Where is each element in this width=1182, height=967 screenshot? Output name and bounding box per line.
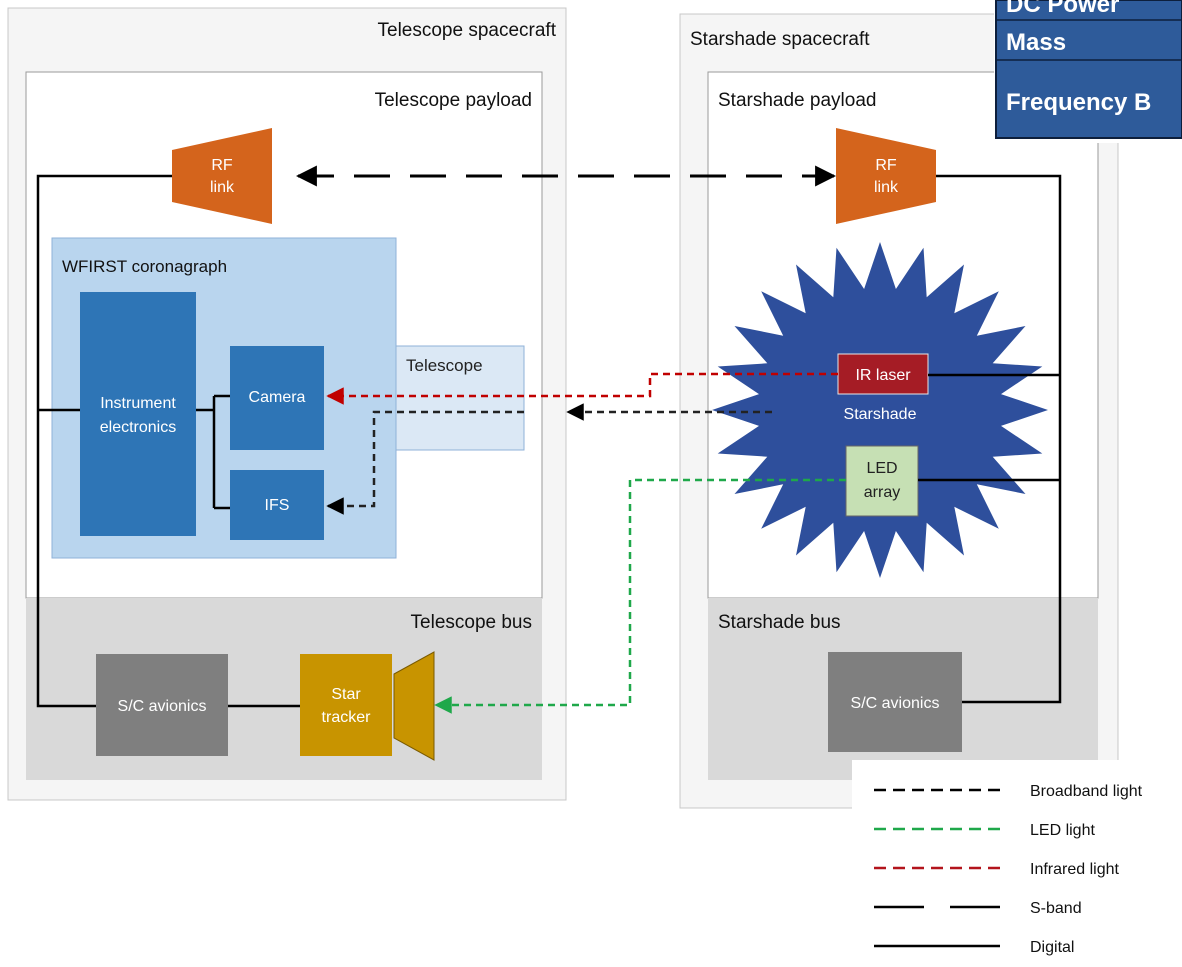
table-cell-frequency: Frequency B <box>1006 89 1151 116</box>
led-light-path <box>434 478 846 714</box>
telescope-avionics-label: S/C avionics <box>118 698 207 715</box>
legend-label-s-band: S-band <box>1030 900 1082 917</box>
electronics-bracket-connector <box>196 394 230 510</box>
led-array-block <box>845 445 919 517</box>
telescope-spacecraft-title: Telescope spacecraft <box>378 20 557 41</box>
starshade-rf-link-label-1: RF <box>875 157 897 174</box>
starshade-spacecraft-title: Starshade spacecraft <box>690 29 870 50</box>
starshade-digital-bus-line <box>936 174 1062 704</box>
table-fragment <box>995 0 1182 139</box>
telescope-box <box>395 345 525 451</box>
table-cell-dc-power: DC Power <box>1006 0 1119 18</box>
ifs-label: IFS <box>265 497 290 514</box>
instrument-electronics-block <box>80 292 196 536</box>
table-cell-mass: Mass <box>1006 29 1066 56</box>
star-tracker-label-1: Star <box>331 686 361 703</box>
legend-label-broadband: Broadband light <box>1030 783 1143 800</box>
starshade-rf-link <box>836 128 936 224</box>
telescope-rf-link-label-2: link <box>210 179 235 196</box>
legend-label-infrared: Infrared light <box>1030 861 1119 878</box>
camera-block <box>230 346 324 450</box>
instrument-electronics-label-2: electronics <box>100 419 176 436</box>
starshade-rf-link-label-2: link <box>874 179 899 196</box>
starshade-payload-title: Starshade payload <box>718 90 876 111</box>
star-tracker-block <box>300 654 392 756</box>
starshade-avionics-label: S/C avionics <box>851 695 940 712</box>
legend-box <box>852 760 1182 967</box>
led-array-label-1: LED <box>866 460 897 477</box>
telescope-rf-link <box>172 128 272 224</box>
instrument-electronics-label-1: Instrument <box>100 395 176 412</box>
telescope-bus-title: Telescope bus <box>411 612 532 633</box>
legend-label-led: LED light <box>1030 822 1095 839</box>
broadband-light-to-ifs <box>326 410 524 515</box>
led-array-label-2: array <box>864 484 900 501</box>
starshade-starburst <box>712 242 1048 578</box>
telescope-rf-link-label-1: RF <box>211 157 233 174</box>
infrared-light-path <box>326 372 838 405</box>
telescope-avionics-block <box>96 654 228 756</box>
legend-label-digital: Digital <box>1030 939 1074 956</box>
star-tracker-baffle <box>393 651 435 761</box>
ir-laser-label: IR laser <box>855 367 911 384</box>
starshade-avionics-block <box>828 652 962 752</box>
starshade-bus-title: Starshade bus <box>718 612 841 633</box>
wfirst-coronagraph-title: WFIRST coronagraph <box>62 257 227 276</box>
telescope-digital-bus-line <box>36 174 172 708</box>
telescope-label: Telescope <box>406 356 483 375</box>
telescope-payload-title: Telescope payload <box>375 90 532 111</box>
ifs-block <box>230 470 324 540</box>
star-tracker-label-2: tracker <box>322 709 372 726</box>
camera-label: Camera <box>249 389 306 406</box>
starshade-label: Starshade <box>844 406 917 423</box>
